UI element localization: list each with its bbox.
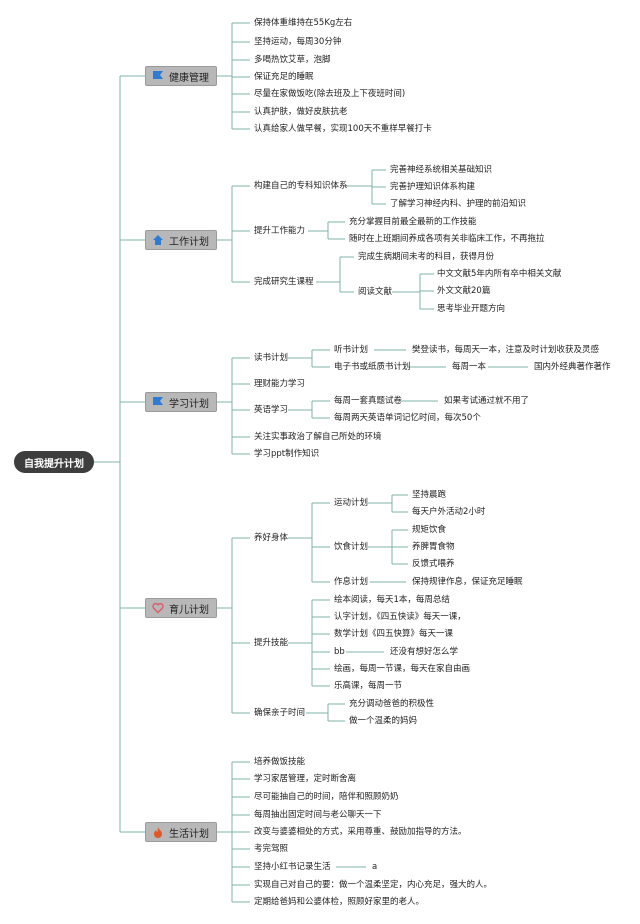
life-item[interactable]: 学习家居管理，定时断舍离	[254, 774, 357, 784]
category-life[interactable]: 生活计划	[145, 822, 217, 842]
study-leaf[interactable]: 如果考试通过就不用了	[444, 396, 530, 406]
parenting-leaf[interactable]: 还没有想好怎么学	[390, 647, 459, 657]
parenting-branch[interactable]: 确保亲子时间	[254, 708, 306, 718]
study-leaf[interactable]: 每周一本	[452, 362, 487, 372]
parenting-leaf[interactable]: 做一个温柔的妈妈	[349, 716, 418, 726]
study-branch[interactable]: 读书计划	[254, 353, 289, 363]
parenting-leaf[interactable]: 绘本阅读，每天1本，每周总结	[334, 595, 450, 605]
study-branch[interactable]: 学习ppt制作知识	[254, 449, 320, 459]
parenting-sub-branch[interactable]: 饮食计划	[334, 542, 369, 552]
study-branch[interactable]: 英语学习	[254, 405, 289, 415]
health-item[interactable]: 认真给家人做早餐，实现100天不重样早餐打卡	[254, 124, 432, 134]
category-health[interactable]: 健康管理	[145, 66, 217, 86]
work-leaf[interactable]: 思考毕业开题方向	[437, 304, 506, 314]
health-item[interactable]: 多喝热饮艾草，泡脚	[254, 55, 331, 65]
work-leaf[interactable]: 完成生病期间未考的科目，获得月份	[358, 252, 495, 262]
category-label: 育儿计划	[169, 604, 209, 616]
study-branch[interactable]: 理财能力学习	[254, 379, 306, 389]
study-branch[interactable]: 关注实事政治了解自己所处的环境	[254, 432, 382, 442]
work-leaf[interactable]: 完善神经系统相关基础知识	[390, 165, 493, 175]
parenting-leaf[interactable]: 认字计划，《四五快读》每天一课，	[334, 612, 466, 622]
root-node[interactable]: 自我提升计划	[14, 451, 94, 473]
health-item[interactable]: 坚持运动，每周30分钟	[254, 37, 342, 47]
parenting-branch[interactable]: 提升技能	[254, 638, 289, 648]
work-leaf[interactable]: 完善护理知识体系构建	[390, 182, 476, 192]
category-work[interactable]: 工作计划	[145, 230, 217, 250]
work-leaf[interactable]: 充分掌握目前最全最新的工作技能	[349, 217, 477, 227]
parenting-leaf[interactable]: 每天户外活动2小时	[412, 507, 486, 517]
study-sub-branch[interactable]: 听书计划	[334, 345, 369, 355]
parenting-leaf[interactable]: 坚持晨跑	[412, 490, 447, 500]
work-branch[interactable]: 提升工作能力	[254, 226, 306, 236]
study-leaf[interactable]: 每周两天英语单词记忆时间，每次50个	[334, 413, 481, 423]
work-sub-branch[interactable]: 阅读文献	[358, 287, 393, 297]
study-sub-branch[interactable]: 电子书或纸质书计划	[334, 362, 411, 372]
home-icon	[151, 233, 165, 247]
parenting-leaf[interactable]: 数学计划《四五快算》每天一课	[334, 629, 454, 639]
parenting-sub-branch[interactable]: 作息计划	[334, 577, 369, 587]
work-branch[interactable]: 构建自己的专科知识体系	[254, 181, 348, 191]
work-leaf[interactable]: 了解学习神经内科、护理的前沿知识	[390, 199, 527, 209]
health-item[interactable]: 认真护肤，做好皮肤抗老	[254, 107, 348, 117]
study-leaf[interactable]: 国内外经典著作著作	[534, 362, 611, 372]
parenting-leaf[interactable]: 绘画，每周一节课，每天在家自由画	[334, 664, 471, 674]
parenting-leaf[interactable]: 反馈式喂养	[412, 559, 455, 569]
health-item[interactable]: 尽量在家做饭吃(除去班及上下夜班时间)	[254, 89, 406, 99]
category-label: 生活计划	[169, 828, 209, 840]
parenting-leaf[interactable]: 保持规律作息，保证充足睡眠	[412, 577, 523, 587]
work-branch[interactable]: 完成研究生课程	[254, 277, 314, 287]
parenting-leaf[interactable]: 乐高课，每周一节	[334, 681, 403, 691]
category-parenting[interactable]: 育儿计划	[145, 598, 217, 618]
category-study[interactable]: 学习计划	[145, 392, 217, 412]
heart-icon	[151, 601, 165, 615]
life-item[interactable]: 培养做饭技能	[254, 757, 306, 767]
parenting-leaf[interactable]: bb	[334, 647, 345, 657]
flag-icon	[151, 395, 165, 409]
work-leaf[interactable]: 外文文献20篇	[437, 286, 491, 296]
study-leaf[interactable]: 每周一套真题试卷	[334, 396, 403, 406]
parenting-leaf[interactable]: 充分调动爸爸的积极性	[349, 699, 435, 709]
parenting-leaf[interactable]: 养脾胃食物	[412, 542, 455, 552]
life-item[interactable]: 考完驾照	[254, 844, 289, 854]
life-item[interactable]: 实现自己对自己的要：做一个温柔坚定，内心充足，强大的人。	[254, 880, 493, 890]
category-label: 健康管理	[169, 72, 209, 84]
life-item[interactable]: 改变与婆婆相处的方式，采用尊重、鼓励加指导的方法。	[254, 827, 467, 837]
work-leaf[interactable]: 中文文献5年内所有卒中相关文献	[437, 269, 562, 279]
health-item[interactable]: 保持体重维持在55Kg左右	[254, 18, 353, 28]
work-leaf[interactable]: 随时在上班期间养成各项有关非临床工作，不再拖拉	[349, 234, 545, 244]
category-label: 工作计划	[169, 236, 209, 248]
category-label: 学习计划	[169, 398, 209, 410]
health-item[interactable]: 保证充足的睡眠	[254, 72, 314, 82]
parenting-branch[interactable]: 养好身体	[254, 533, 289, 543]
life-item[interactable]: 坚持小红书记录生活	[254, 862, 331, 872]
life-item[interactable]: 每周抽出固定时间与老公聊天一下	[254, 810, 382, 820]
life-leaf[interactable]: a	[372, 862, 378, 872]
parenting-leaf[interactable]: 规矩饮食	[412, 525, 447, 535]
flag-icon	[151, 69, 165, 83]
life-item[interactable]: 尽可能抽自己的时间，陪伴和照顾奶奶	[254, 792, 399, 802]
study-leaf[interactable]: 樊登读书，每周天一本，注意及时计划收获及灵感	[412, 345, 600, 355]
flame-icon	[151, 825, 165, 839]
parenting-sub-branch[interactable]: 运动计划	[334, 498, 369, 508]
life-item[interactable]: 定期给爸妈和公婆体检，照顾好家里的老人。	[254, 897, 425, 907]
